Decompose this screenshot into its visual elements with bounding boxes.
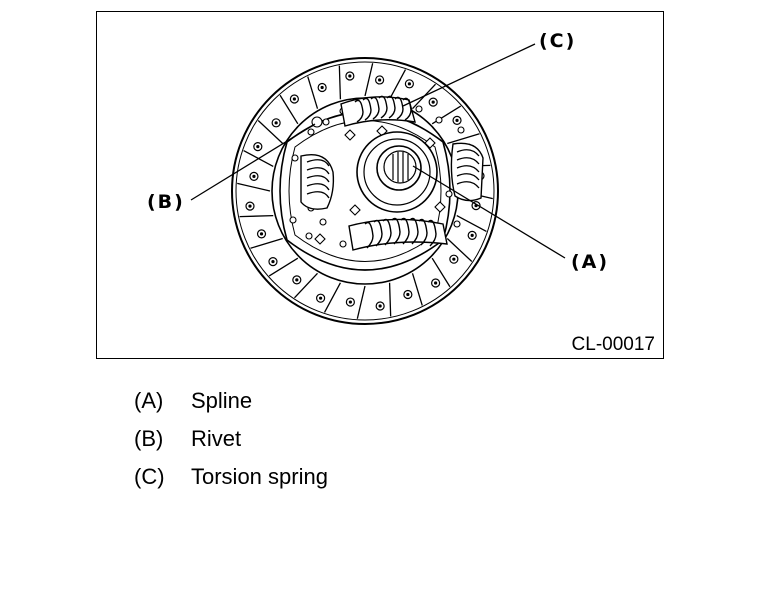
legend-text: Torsion spring bbox=[191, 464, 328, 489]
leader-lines bbox=[190, 43, 566, 259]
facing-groove bbox=[446, 238, 473, 263]
facing-groove bbox=[307, 76, 319, 109]
facing-groove bbox=[456, 215, 487, 233]
facing-groove bbox=[364, 63, 374, 97]
facing-rivet-center bbox=[252, 174, 256, 178]
facing-rivet-center bbox=[431, 100, 435, 104]
legend-text: Rivet bbox=[191, 426, 242, 451]
facing-groove bbox=[257, 119, 284, 144]
figure-frame: (C) (B) (A) CL-00017 bbox=[96, 11, 664, 359]
facing-groove bbox=[338, 65, 342, 100]
facing-groove bbox=[388, 282, 392, 317]
facing-rivet-center bbox=[434, 281, 438, 285]
facing-groove bbox=[356, 285, 366, 319]
facing-groove bbox=[323, 282, 341, 313]
facing-rivet-center bbox=[378, 304, 382, 308]
facing-rivet-center bbox=[470, 233, 474, 237]
torsion-spring-upper bbox=[340, 95, 416, 127]
facing-rivet-center bbox=[378, 78, 382, 82]
facing-groove bbox=[268, 257, 299, 277]
facing-rivet-center bbox=[348, 74, 352, 78]
spline-hub bbox=[356, 131, 438, 213]
facing-rivet-center bbox=[271, 260, 275, 264]
facing-rivet-center bbox=[259, 232, 264, 236]
legend-key: (C) bbox=[134, 464, 165, 489]
facing-rivet-center bbox=[295, 278, 299, 282]
figure-id-label: CL-00017 bbox=[571, 334, 655, 355]
facing-rivet-center bbox=[274, 121, 278, 125]
clutch-disc-illustration bbox=[190, 43, 566, 325]
cropped-heading-fragment bbox=[58, 0, 308, 6]
facing-groove bbox=[447, 133, 480, 145]
facing-groove bbox=[431, 257, 451, 288]
facing-groove bbox=[293, 272, 318, 299]
facing-groove bbox=[239, 214, 274, 218]
facing-rivet-center bbox=[452, 257, 456, 261]
torsion-spring-lower bbox=[348, 217, 448, 251]
facing-groove bbox=[250, 237, 283, 249]
facing-rivet-center bbox=[455, 118, 459, 122]
legend-text: Spline bbox=[191, 388, 253, 413]
facing-groove bbox=[389, 69, 407, 100]
facing-rivet-center bbox=[256, 145, 260, 149]
facing-groove bbox=[411, 273, 423, 306]
facing-rivet-center bbox=[407, 82, 411, 86]
callout-a: (A) bbox=[571, 251, 610, 273]
callout-b: (B) bbox=[147, 191, 185, 213]
hub-plate bbox=[279, 95, 484, 271]
legend-key: (A) bbox=[134, 388, 164, 413]
facing-rivet-center bbox=[406, 292, 410, 297]
facing-rivet-center bbox=[348, 300, 352, 304]
callout-c: (C) bbox=[539, 30, 577, 52]
facing-groove bbox=[279, 94, 299, 125]
facing-groove bbox=[237, 182, 271, 192]
torsion-spring-left bbox=[300, 154, 335, 210]
facing-rivet-center bbox=[320, 85, 324, 90]
facing-rivet-center bbox=[319, 296, 323, 300]
facing-rivet-center bbox=[248, 204, 252, 208]
legend-key: (B) bbox=[134, 426, 164, 451]
facing-rivet-center bbox=[292, 97, 296, 101]
